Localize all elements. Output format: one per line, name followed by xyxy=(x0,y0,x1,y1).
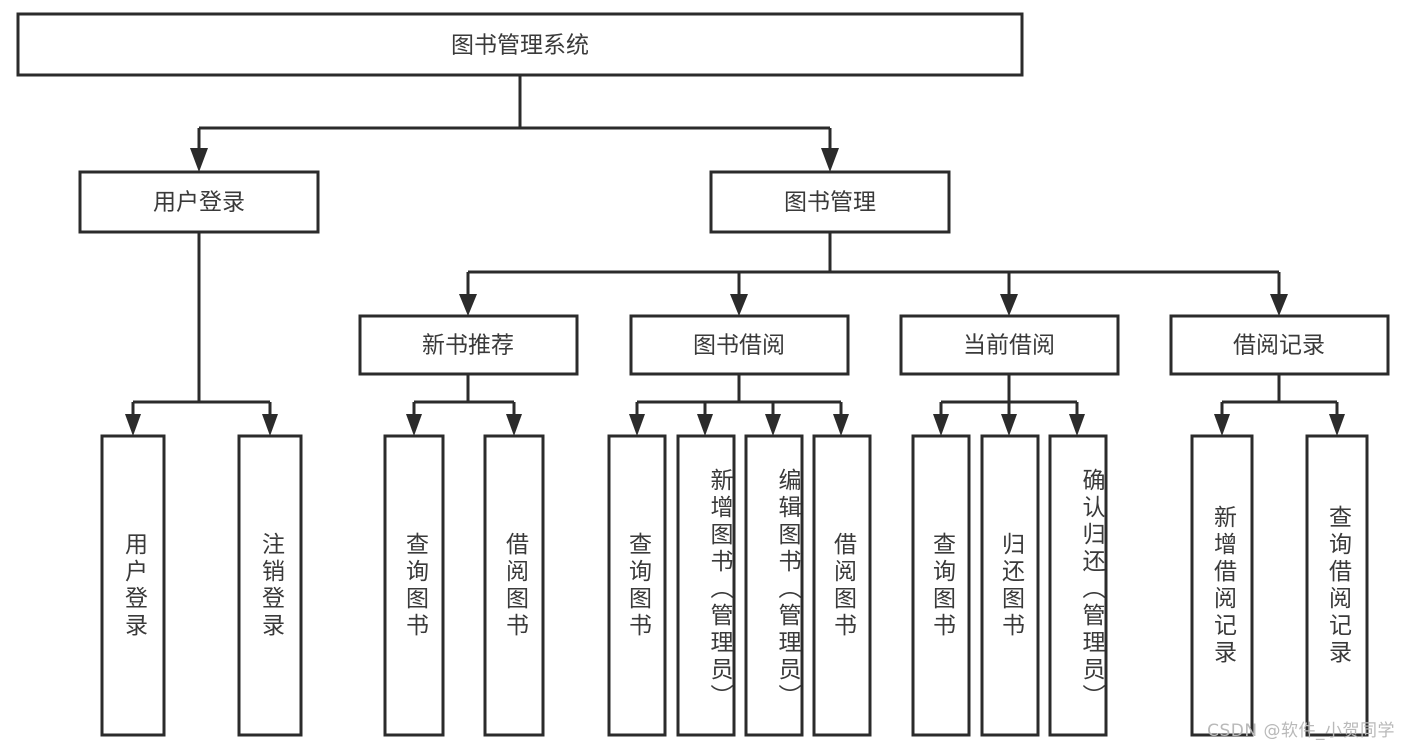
leaf-borrow-book-1-box[interactable] xyxy=(483,434,545,737)
leaf-add-record-box[interactable] xyxy=(1190,434,1254,737)
arrow-head-leaf-query-book-3 xyxy=(933,414,949,436)
leaf-user-login-box[interactable] xyxy=(100,434,166,737)
arrow-head-leaf-user-login xyxy=(125,414,141,436)
arrow-head-leaf-borrow-book-2 xyxy=(833,414,849,436)
leaf-query-book-2-box[interactable] xyxy=(607,434,667,737)
connector-group-book-borrow xyxy=(629,374,849,436)
arrow-head-leaf-query-book-2 xyxy=(629,414,645,436)
arrow-head-leaf-add-book xyxy=(697,414,713,436)
node-book-borrow-label: 图书借阅 xyxy=(693,333,785,359)
node-new-book-recommend-box[interactable] xyxy=(358,314,579,376)
connector-group-new-book-recommend xyxy=(406,374,522,436)
leaf-add-book-box[interactable] xyxy=(676,434,736,737)
leaf-logout-box[interactable] xyxy=(237,434,303,737)
node-current-borrow-box[interactable] xyxy=(899,314,1120,376)
arrow-head-user-login xyxy=(190,148,208,172)
node-book-management-label: 图书管理 xyxy=(784,190,876,216)
node-book-borrow[interactable]: 图书借阅 xyxy=(629,314,850,376)
arrow-head-current-borrow xyxy=(1000,294,1018,316)
node-borrow-record[interactable]: 借阅记录 xyxy=(1169,314,1390,376)
arrow-head-leaf-borrow-book-1 xyxy=(506,414,522,436)
connector-group-book-management xyxy=(459,232,1288,316)
node-root-box[interactable] xyxy=(16,12,1024,77)
node-book-borrow-box[interactable] xyxy=(629,314,850,376)
leaf-boxes xyxy=(100,434,1369,737)
leaf-edit-book-box[interactable] xyxy=(744,434,804,737)
arrow-head-leaf-return-book xyxy=(1001,414,1017,436)
arrow-head-leaf-confirm-return xyxy=(1069,414,1085,436)
connector-group-user-login xyxy=(125,232,278,436)
node-book-management[interactable]: 图书管理 xyxy=(709,170,951,234)
node-user-login[interactable]: 用户登录 xyxy=(78,170,320,234)
node-user-login-label: 用户登录 xyxy=(153,190,245,216)
arrow-head-leaf-add-record xyxy=(1214,414,1230,436)
connector-group-borrow-record xyxy=(1214,374,1345,436)
leaf-borrow-book-2-box[interactable] xyxy=(812,434,872,737)
arrow-head-leaf-edit-book xyxy=(765,414,781,436)
node-new-book-recommend[interactable]: 新书推荐 xyxy=(358,314,579,376)
node-borrow-record-box[interactable] xyxy=(1169,314,1390,376)
arrow-head-new-book-recommend xyxy=(459,294,477,316)
connector-group-current-borrow xyxy=(933,374,1085,436)
arrow-head-leaf-logout xyxy=(262,414,278,436)
node-borrow-record-label: 借阅记录 xyxy=(1233,333,1325,359)
node-root-label: 图书管理系统 xyxy=(451,33,589,59)
node-new-book-recommend-label: 新书推荐 xyxy=(422,333,514,359)
leaf-return-book-box[interactable] xyxy=(980,434,1040,737)
leaf-query-record-box[interactable] xyxy=(1305,434,1369,737)
node-current-borrow[interactable]: 当前借阅 xyxy=(899,314,1120,376)
node-current-borrow-label: 当前借阅 xyxy=(963,333,1055,359)
node-book-management-box[interactable] xyxy=(709,170,951,234)
leaf-confirm-return-box[interactable] xyxy=(1048,434,1108,737)
connector-group-root xyxy=(190,75,839,172)
arrow-head-book-management xyxy=(821,148,839,172)
arrow-head-leaf-query-record xyxy=(1329,414,1345,436)
arrow-head-leaf-query-book-1 xyxy=(406,414,422,436)
csdn-watermark: CSDN @软件_小贺同学 xyxy=(1207,721,1395,741)
node-user-login-box[interactable] xyxy=(78,170,320,234)
node-root[interactable]: 图书管理系统 xyxy=(16,12,1024,77)
arrow-head-book-borrow xyxy=(730,294,748,316)
leaf-query-book-3-box[interactable] xyxy=(911,434,971,737)
arrow-head-borrow-record xyxy=(1270,294,1288,316)
leaf-query-book-1-box[interactable] xyxy=(383,434,445,737)
